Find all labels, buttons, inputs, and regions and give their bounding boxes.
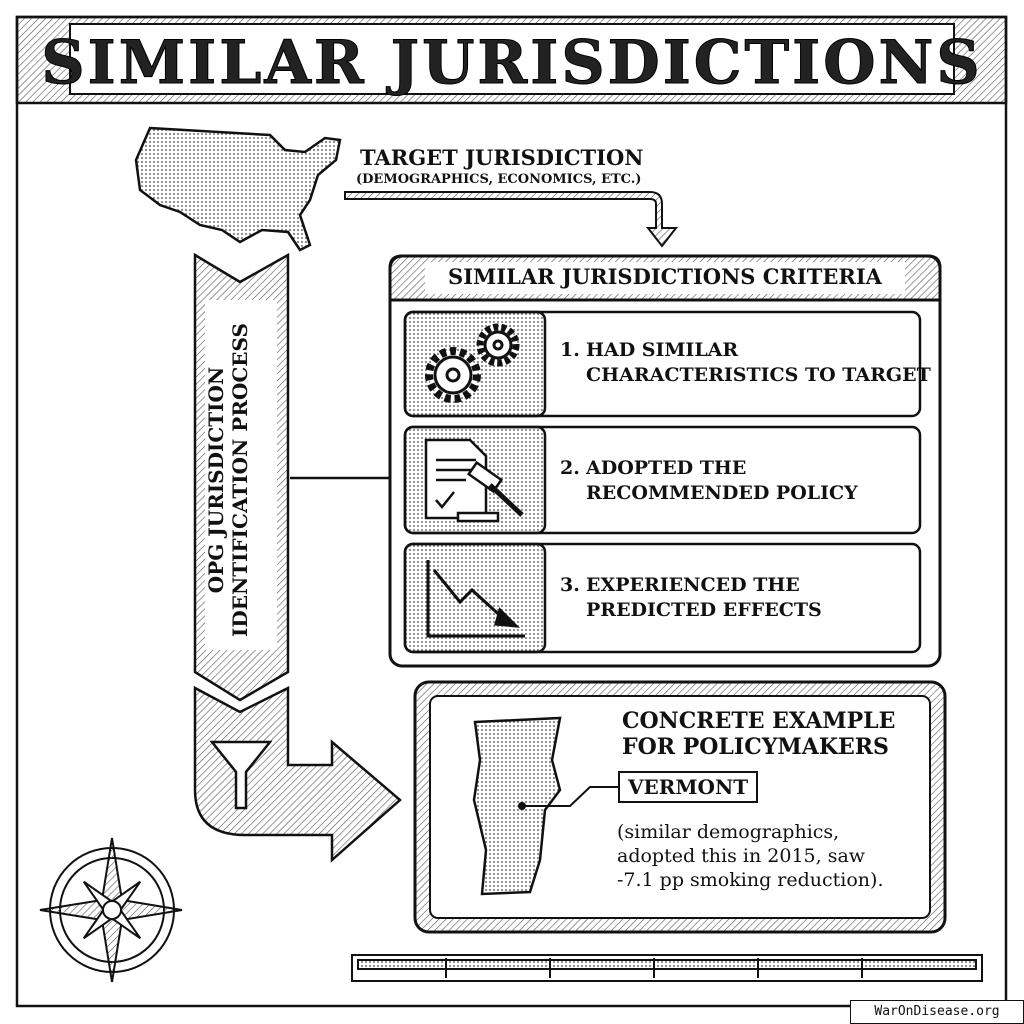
process-label-line2: IDENTIFICATION PROCESS	[228, 323, 252, 637]
declining-chart-icon	[426, 560, 525, 638]
target-sublabel: (DEMOGRAPHICS, ECONOMICS, ETC.)	[356, 172, 642, 187]
criteria-num: 2.	[560, 457, 580, 479]
example-heading-line1: CONCRETE EXAMPLE	[622, 708, 896, 734]
watermark: WarOnDisease.org	[850, 1000, 1024, 1024]
us-map-icon	[134, 126, 342, 252]
criteria-num: 1.	[560, 339, 580, 361]
criteria-line1: EXPERIENCED THE	[586, 574, 800, 596]
criteria-line2: CHARACTERISTICS TO TARGET	[586, 364, 931, 386]
compass-rose-icon	[39, 837, 183, 983]
funnel-icon	[209, 740, 273, 810]
criteria-item-1: 1. HAD SIMILAR CHARACTERISTICS TO TARGET	[560, 338, 931, 388]
target-label: TARGET JURISDICTION	[360, 145, 644, 170]
example-description: (similar demographics, adopted this in 2…	[617, 820, 883, 892]
process-label-line1: OPG JURISDICTION	[204, 366, 228, 594]
criteria-line1: HAD SIMILAR	[586, 339, 739, 361]
vermont-map-icon	[472, 716, 562, 896]
gears-icon	[425, 323, 520, 403]
desc-line3: -7.1 pp smoking reduction).	[617, 869, 884, 891]
state-label: VERMONT	[618, 771, 759, 803]
funnel-arrow	[193, 685, 402, 863]
criteria-line1: ADOPTED THE	[586, 457, 747, 479]
example-heading: CONCRETE EXAMPLE FOR POLICYMAKERS	[622, 708, 895, 760]
criteria-line2: RECOMMENDED POLICY	[586, 482, 858, 504]
process-label: OPG JURISDICTION IDENTIFICATION PROCESS	[204, 323, 252, 637]
document-gavel-icon	[424, 438, 524, 523]
criteria-item-3: 3. EXPERIENCED THE PREDICTED EFFECTS	[560, 573, 822, 623]
target-arrow	[344, 191, 679, 248]
scale-bar	[351, 954, 983, 982]
desc-line2: adopted this in 2015, saw	[617, 845, 866, 867]
criteria-header: SIMILAR JURISDICTIONS CRITERIA	[448, 264, 882, 289]
desc-line1: (similar demographics,	[617, 821, 840, 843]
page-title: SIMILAR JURISDICTIONS	[41, 28, 983, 99]
criteria-item-2: 2. ADOPTED THE RECOMMENDED POLICY	[560, 456, 858, 506]
example-heading-line2: FOR POLICYMAKERS	[622, 734, 889, 760]
criteria-num: 3.	[560, 574, 580, 596]
criteria-line2: PREDICTED EFFECTS	[586, 599, 822, 621]
